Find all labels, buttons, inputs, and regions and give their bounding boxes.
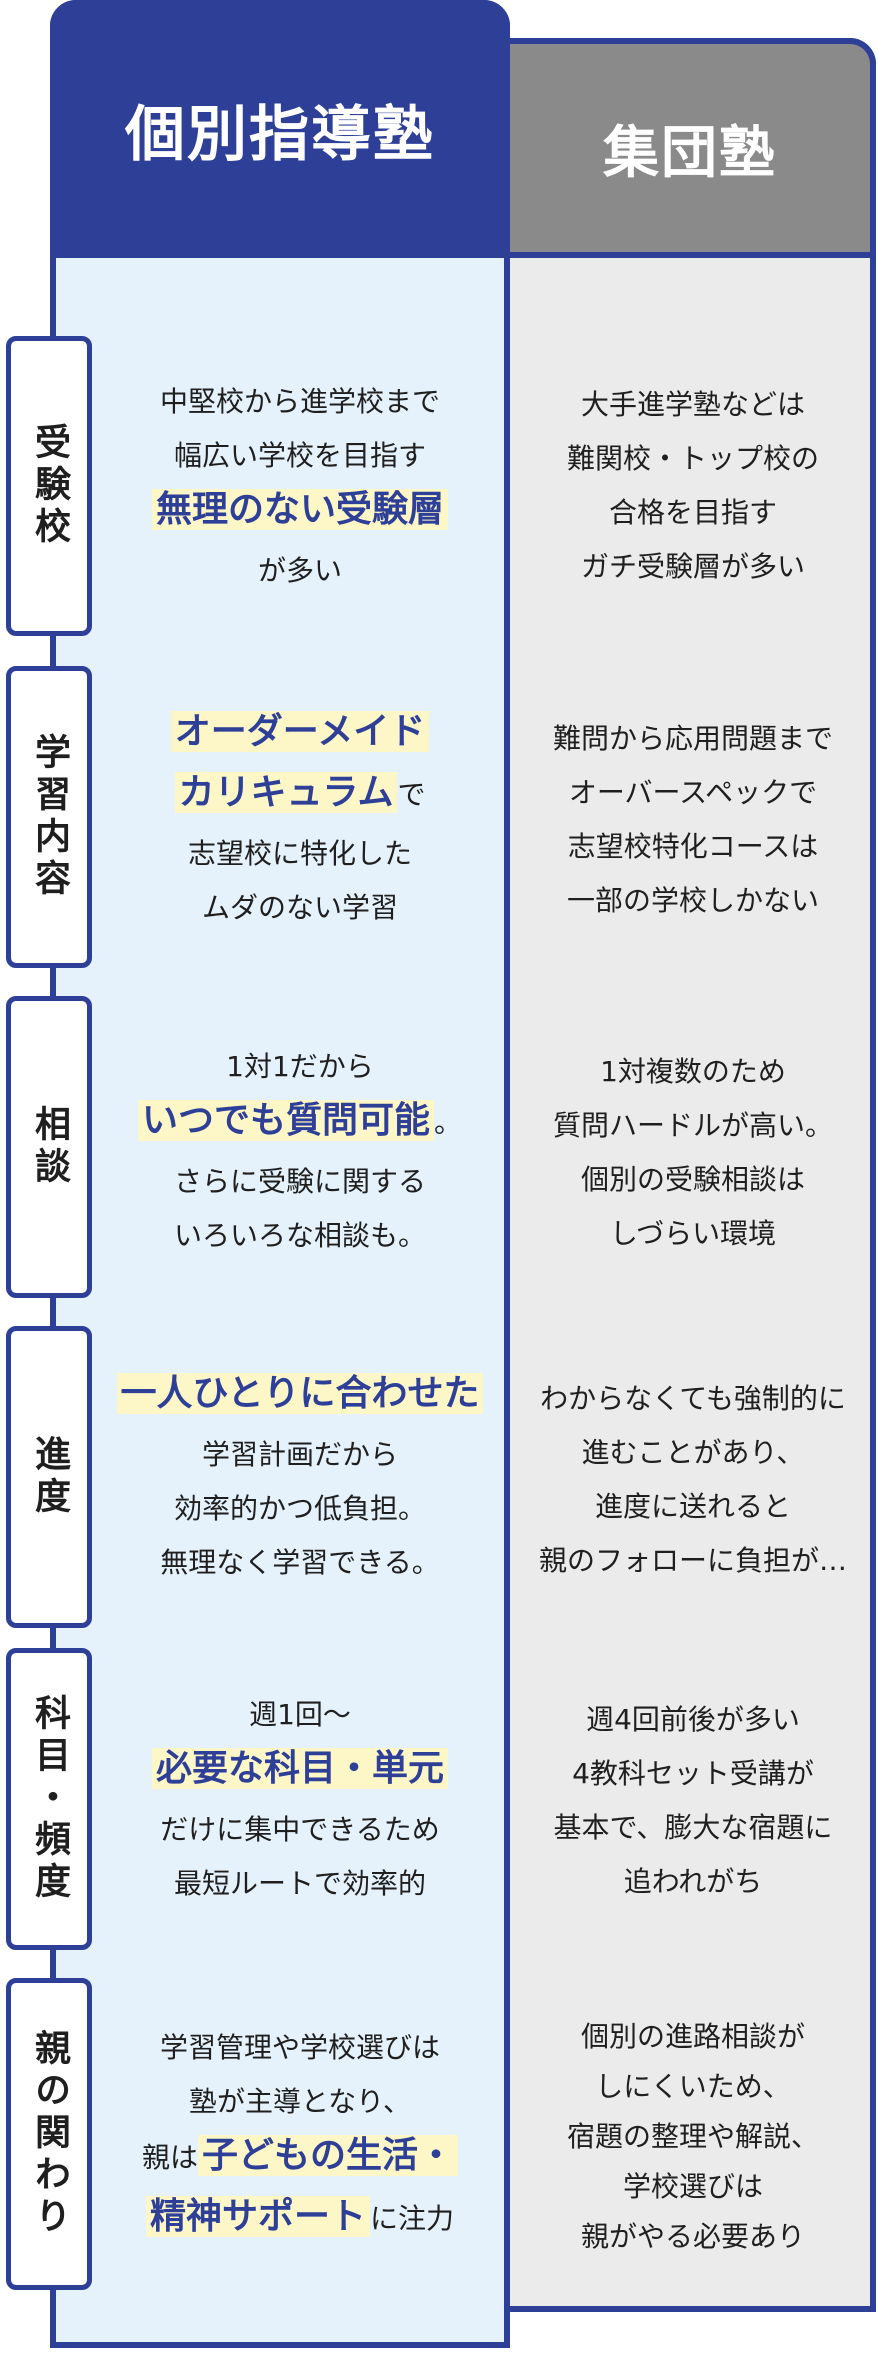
highlight-line: 無理のない受験層 <box>151 483 448 544</box>
highlight-line: オーダーメイド <box>170 705 430 766</box>
text-line: 難関校・トップ校の <box>566 442 819 475</box>
individual-title: 個別指導塾 <box>125 99 435 170</box>
highlight-text: いつでも質問可能 <box>137 1099 434 1141</box>
text-line: 個別の受験相談は <box>580 1163 805 1196</box>
text-line: さらに受験に関する <box>173 1164 426 1198</box>
row-label-progress: 進度 <box>6 1326 92 1628</box>
text-line: 志望校特化コースは <box>567 830 819 863</box>
highlight-text: 精神サポート <box>145 2196 370 2237</box>
text-line: 志望校に特化した <box>187 837 412 870</box>
text-line: 合格を目指す <box>608 496 777 529</box>
row-label-parent-involvement: 親の関わり <box>6 1978 92 2290</box>
group-column <box>510 38 876 2312</box>
individual-cell-parent-involvement: 学習管理や学校選びは 塾が主導となり、 親は子どもの生活・ 精神サポートに注力 <box>96 2022 504 2250</box>
highlight-line: 一人ひとりに合わせた <box>116 1367 484 1428</box>
text-line: 進度に送れると <box>594 1490 791 1523</box>
text-line: 親がやる必要あり <box>580 2220 805 2253</box>
group-cell-subjects-frequency: 週4回前後が多い 4教科セット受講が 基本で、膨大な宿題に 追われがち <box>512 1688 874 1914</box>
text-line: 学習計画だから <box>201 1437 398 1471</box>
text-line: 効率的かつ低負担。 <box>173 1491 426 1525</box>
group-cell-exam-school: 大手進学塾などは 難関校・トップ校の 合格を目指す ガチ受験層が多い <box>512 372 874 600</box>
text-line: 中堅校から進学校まで <box>159 384 440 418</box>
individual-cell-consultation: 1対1だから いつでも質問可能。 さらに受験に関する いろいろな相談も。 <box>96 1038 504 1264</box>
text-line: しにくいため、 <box>595 2070 791 2103</box>
highlight-line: 親は子どもの生活・ <box>141 2129 459 2190</box>
text-line: 個別の進路相談が <box>580 2020 805 2053</box>
highlight-text: 必要な科目・単元 <box>151 1747 448 1789</box>
text-line: 進むことがあり、 <box>581 1436 805 1469</box>
text-line: オーバースペックで <box>568 776 818 809</box>
text-line: 基本で、膨大な宿題に <box>553 1811 833 1844</box>
highlight-line: いつでも質問可能。 <box>137 1094 463 1155</box>
group-header: 集団塾 <box>510 38 876 258</box>
text-line: 親のフォローに負担が… <box>538 1544 847 1577</box>
text-prefix: 親は <box>141 2141 198 2174</box>
text-line: いろいろな相談も。 <box>173 1218 426 1252</box>
text-line: 1対複数のため <box>600 1055 786 1088</box>
text-line: 幅広い学校を目指す <box>173 438 426 472</box>
text-line: しづらい環境 <box>609 1217 777 1250</box>
text-line: 学習管理や学校選びは <box>159 2031 440 2064</box>
row-label-subjects-frequency: 科目・頻度 <box>6 1648 92 1950</box>
text-line: 質問ハードルが高い。 <box>552 1109 833 1142</box>
highlight-text: 一人ひとりに合わせた <box>116 1372 484 1414</box>
group-cell-progress: わからなくても強制的に 進むことがあり、 進度に送れると 親のフォローに負担が… <box>512 1366 874 1594</box>
individual-header: 個別指導塾 <box>50 0 510 258</box>
text-line: 週1回〜 <box>249 1697 351 1731</box>
text-line: 最短ルートで効率的 <box>173 1866 426 1900</box>
text-line: 難問から応用問題まで <box>552 722 833 755</box>
individual-column <box>50 0 510 2348</box>
highlight-text: オーダーメイド <box>170 711 430 752</box>
text-line: わからなくても強制的に <box>540 1382 846 1415</box>
text-line: 4教科セット受講が <box>572 1757 814 1790</box>
text-line: ムダのない学習 <box>201 891 398 924</box>
group-cell-consultation: 1対複数のため 質問ハードルが高い。 個別の受験相談は しづらい環境 <box>512 1040 874 1266</box>
text-suffix: に注力 <box>370 2202 455 2235</box>
row-label-learning-content: 学習内容 <box>6 666 92 968</box>
individual-cell-subjects-frequency: 週1回〜 必要な科目・単元 だけに集中できるため 最短ルートで効率的 <box>96 1686 504 1912</box>
text-line: ガチ受験層が多い <box>580 550 805 583</box>
highlight-line: カリキュラムで <box>174 766 426 827</box>
group-title: 集団塾 <box>603 120 777 186</box>
individual-cell-progress: 一人ひとりに合わせた 学習計画だから 効率的かつ低負担。 無理なく学習できる。 <box>96 1364 504 1592</box>
highlight-text: 無理のない受験層 <box>151 488 448 530</box>
text-line: 週4回前後が多い <box>586 1703 800 1736</box>
text-line: 一部の学校しかない <box>566 884 819 917</box>
highlight-text: カリキュラム <box>174 772 398 813</box>
row-label-consultation: 相談 <box>6 996 92 1298</box>
text-line: が多い <box>257 553 342 587</box>
text-line: 無理なく学習できる。 <box>160 1545 440 1579</box>
text-suffix: で <box>397 778 426 811</box>
highlight-line: 精神サポートに注力 <box>145 2190 455 2251</box>
individual-cell-exam-school: 中堅校から進学校まで 幅広い学校を目指す 無理のない受験層 が多い <box>96 372 504 600</box>
highlight-text: 子どもの生活・ <box>198 2135 459 2176</box>
text-line: 塾が主導となり、 <box>188 2085 412 2118</box>
text-line: 1対1だから <box>226 1049 374 1083</box>
highlight-line: 必要な科目・単元 <box>151 1742 448 1803</box>
text-suffix: 。 <box>434 1105 463 1139</box>
text-line: だけに集中できるため <box>160 1812 440 1846</box>
row-label-exam-school: 受験校 <box>6 336 92 636</box>
text-line: 追われがち <box>623 1865 763 1898</box>
group-cell-learning-content: 難問から応用問題まで オーバースペックで 志望校特化コースは 一部の学校しかない <box>512 706 874 934</box>
text-line: 宿題の整理や解説、 <box>566 2120 819 2153</box>
text-line: 大手進学塾などは <box>580 388 805 421</box>
text-line: 学校選びは <box>622 2170 763 2203</box>
individual-cell-learning-content: オーダーメイド カリキュラムで 志望校に特化した ムダのない学習 <box>96 706 504 934</box>
group-cell-parent-involvement: 個別の進路相談が しにくいため、 宿題の整理や解説、 学校選びは 親がやる必要あ… <box>512 2008 874 2266</box>
